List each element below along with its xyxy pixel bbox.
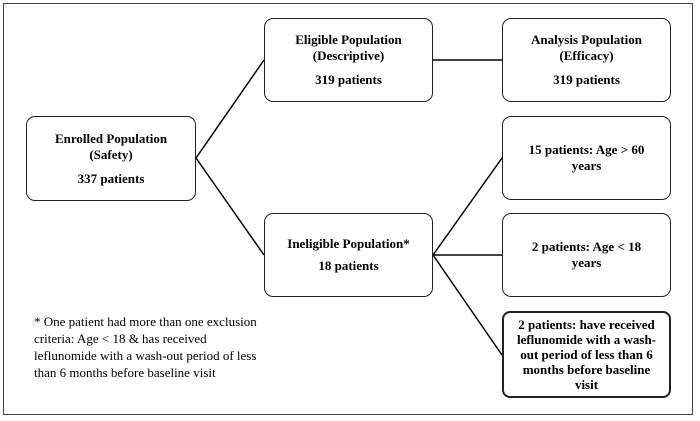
enrolled-title-line2: (Safety) <box>89 146 133 162</box>
exclusion-leflunomide-line1: 2 patients: have received <box>518 317 655 332</box>
footnote: * One patient had more than one exclusio… <box>34 313 304 381</box>
connector-enrolled-eligible <box>195 59 265 159</box>
exclusion-age-under-18-box: 2 patients: Age < 18 years <box>502 213 671 297</box>
ineligible-population-box: Ineligible Population* 18 patients <box>264 213 433 297</box>
footnote-line4: than 6 months before baseline visit <box>34 365 216 380</box>
enrolled-population-box: Enrolled Population (Safety) 337 patient… <box>26 116 196 201</box>
connector-ineligible-age60 <box>432 157 503 256</box>
exclusion-leflunomide-line5: visit <box>574 377 599 392</box>
eligible-title-line1: Eligible Population <box>295 32 402 47</box>
exclusion-age-over-60-line1: 15 patients: Age > 60 <box>528 142 645 157</box>
exclusion-leflunomide-line3: out period of less than 6 <box>520 347 653 362</box>
enrolled-count: 337 patients <box>77 170 145 186</box>
analysis-title-line1: Analysis Population <box>531 32 642 47</box>
ineligible-count: 18 patients <box>318 258 379 273</box>
ineligible-title: Ineligible Population* <box>287 236 410 251</box>
exclusion-age-over-60-box: 15 patients: Age > 60 years <box>502 116 671 200</box>
footnote-line3: leflunomide with a wash-out period of le… <box>34 348 257 363</box>
exclusion-age-under-18-line2: years <box>571 255 602 270</box>
analysis-population-box: Analysis Population (Efficacy) 319 patie… <box>502 18 671 102</box>
analysis-count: 319 patients <box>553 72 620 87</box>
eligible-population-box: Eligible Population (Descriptive) 319 pa… <box>264 18 433 102</box>
exclusion-leflunomide-box: 2 patients: have received leflunomide wi… <box>502 311 671 398</box>
exclusion-age-over-60-line2: years <box>571 158 602 173</box>
enrolled-title-line1: Enrolled Population <box>54 130 168 146</box>
footnote-line1: * One patient had more than one exclusio… <box>34 314 257 329</box>
connector-ineligible-leflunomide <box>432 254 503 356</box>
footnote-line2: criteria: Age < 18 & has received <box>34 331 207 346</box>
eligible-title-line2: (Descriptive) <box>312 48 385 63</box>
eligible-count: 319 patients <box>315 72 382 87</box>
exclusion-leflunomide-line4: months before baseline <box>522 362 651 377</box>
connector-enrolled-ineligible <box>195 157 265 256</box>
analysis-title-line2: (Efficacy) <box>559 48 614 63</box>
exclusion-leflunomide-line2: leflunomide with a wash- <box>516 332 657 347</box>
exclusion-age-under-18-line1: 2 patients: Age < 18 <box>531 239 642 254</box>
